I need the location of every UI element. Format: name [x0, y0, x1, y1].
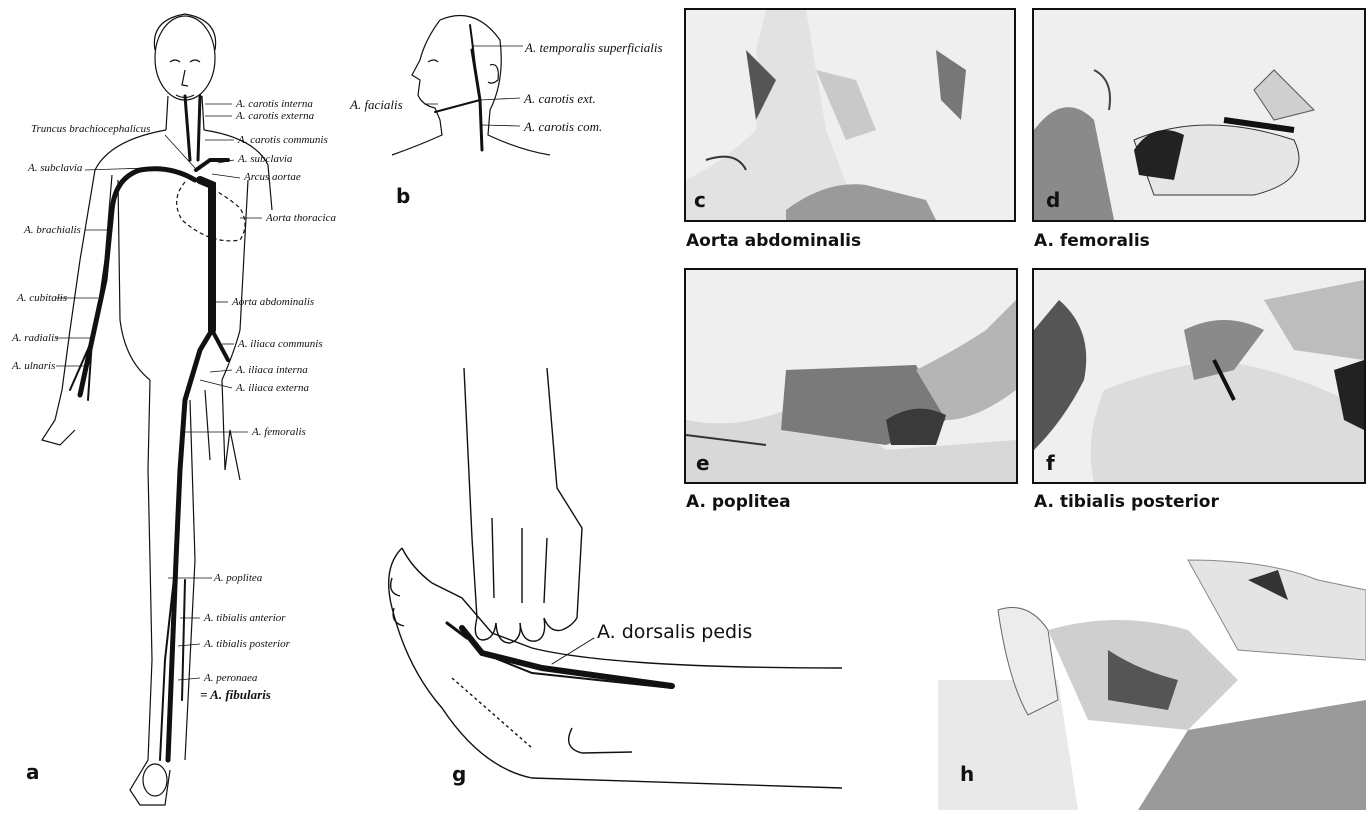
label-carotis-externa: A. carotis externa [236, 111, 314, 122]
photo-letter-f: f [1046, 453, 1055, 473]
label-fibularis: = A. fibularis [200, 687, 271, 703]
label-truncus-brachiocephalicus: Truncus brachiocephalicus [31, 124, 150, 135]
photo-f-image [1034, 270, 1364, 482]
photo-letter-h: h [960, 764, 974, 784]
label-poplitea: A. poplitea [214, 573, 262, 584]
label-subclavia-left: A. subclavia [238, 154, 292, 165]
foot-palpation-drawing [372, 368, 852, 808]
photo-h-image [938, 540, 1366, 810]
photo-d-image [1034, 10, 1364, 220]
photo-c: c [684, 8, 1016, 222]
label-dorsalis-pedis: A. dorsalis pedis [597, 623, 752, 642]
label-aorta-abdominalis: Aorta abdominalis [232, 297, 314, 308]
panel-letter-b: b [396, 186, 410, 206]
label-peronaea: A. peronaea [204, 673, 257, 684]
caption-femoralis: A. femoralis [1034, 233, 1150, 250]
label-aorta-thoracica: Aorta thoracica [266, 213, 336, 224]
photo-c-image [686, 10, 1014, 220]
panel-letter-g: g [452, 764, 466, 784]
label-tibialis-anterior: A. tibialis anterior [204, 613, 286, 624]
label-radialis: A. radialis [12, 333, 58, 344]
label-carotis-communis: A. carotis communis [238, 135, 328, 146]
label-carotis-interna: A. carotis interna [236, 99, 313, 110]
photo-f: f [1032, 268, 1366, 484]
label-carotis-ext: A. carotis ext. [524, 92, 596, 105]
label-temporalis-superficialis: A. temporalis superficialis [525, 41, 663, 54]
label-tibialis-posterior: A. tibialis posterior [204, 639, 290, 650]
label-facialis: A. facialis [350, 98, 403, 111]
label-iliaca-interna: A. iliaca interna [236, 365, 308, 376]
label-brachialis: A. brachialis [24, 225, 81, 236]
label-iliaca-externa: A. iliaca externa [236, 383, 309, 394]
label-arcus-aortae: Arcus aortae [244, 172, 301, 183]
caption-tibialis-posterior: A. tibialis posterior [1034, 494, 1219, 511]
label-iliaca-communis: A. iliaca communis [238, 339, 323, 350]
label-carotis-com: A. carotis com. [524, 120, 602, 133]
photo-d: d [1032, 8, 1366, 222]
photo-letter-d: d [1046, 190, 1060, 210]
label-subclavia-right: A. subclavia [28, 163, 82, 174]
photo-h: h [938, 540, 1366, 810]
label-femoralis: A. femoralis [252, 427, 306, 438]
caption-aorta-abdominalis: Aorta abdominalis [686, 233, 861, 250]
label-cubitalis: A. cubitalis [17, 293, 67, 304]
photo-letter-c: c [694, 190, 706, 210]
label-ulnaris: A. ulnaris [12, 361, 55, 372]
panel-letter-a: a [26, 762, 40, 782]
